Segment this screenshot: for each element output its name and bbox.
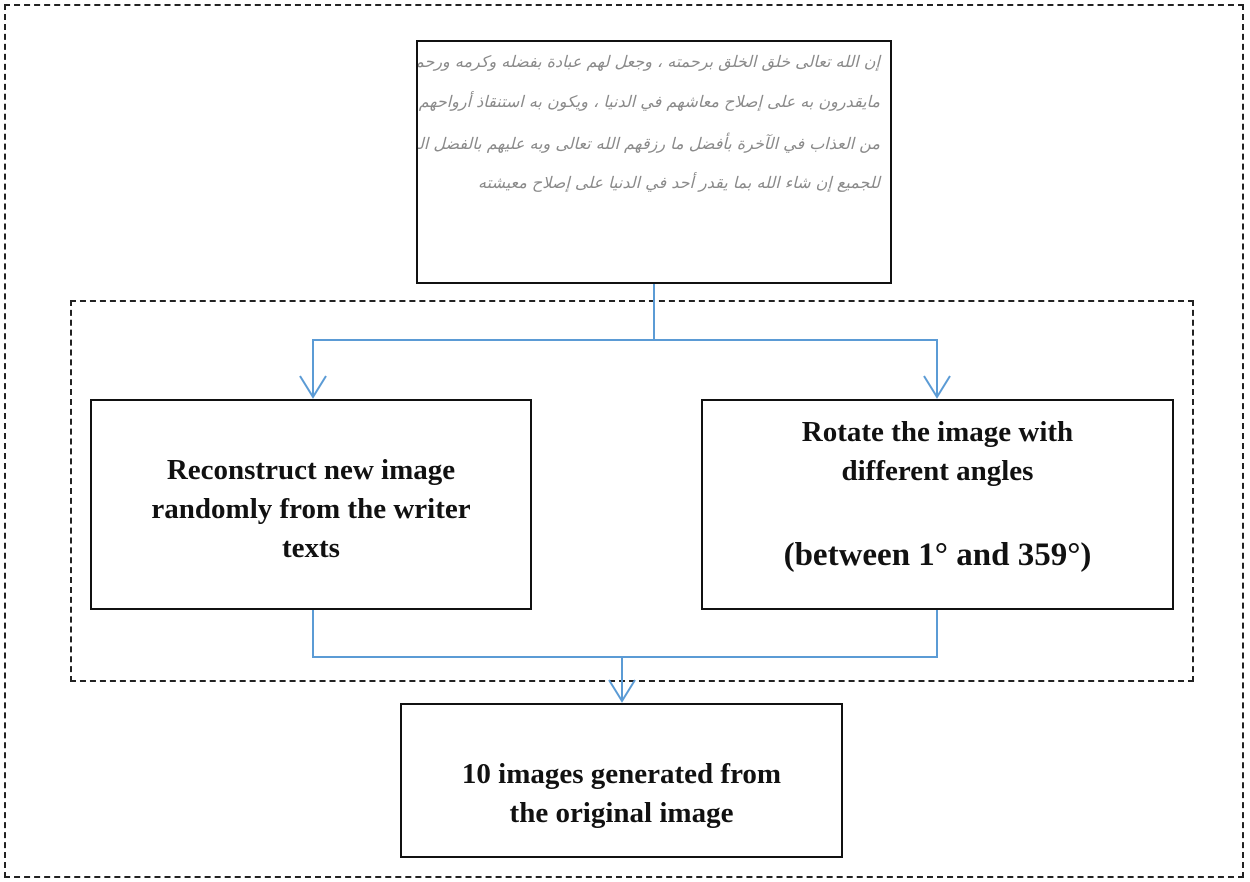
rotate-step-box: Rotate the image with different angles (… [701, 399, 1174, 610]
connector-split-left [312, 339, 654, 397]
augmentation-dashed-frame [70, 300, 1194, 682]
reconstruct-line-1: Reconstruct new image [166, 454, 456, 486]
handwriting-line: للجميع إن شاء الله بما يقدر أحد في الدني… [478, 173, 880, 192]
rotate-line-2: different angles [841, 455, 1034, 487]
handwriting-line: مايقدرون به على إصلاح معاشهم في الدنيا ،… [418, 92, 880, 111]
result-line-1: 10 images generated from [461, 758, 782, 790]
reconstruct-step-box: Reconstruct new image randomly from the … [90, 399, 532, 610]
outer-dashed-frame [4, 4, 1244, 878]
connector-split-right [654, 339, 938, 397]
result-box: 10 images generated from the original im… [400, 703, 843, 858]
arrowhead-right [923, 375, 951, 399]
rotate-line-1: Rotate the image with [801, 416, 1074, 448]
reconstruct-line-2: randomly from the writer [151, 493, 471, 525]
handwriting-line: من العذاب في الآخرة بأفضل ما رزقهم الله … [418, 134, 880, 153]
arrowhead-bottom [608, 679, 636, 703]
result-line-2: the original image [509, 797, 734, 829]
reconstruct-step-text: Reconstruct new image randomly from the … [92, 451, 530, 568]
handwritten-sample-image: إن الله تعالى خلق الخلق برحمته ، وجعل له… [416, 40, 892, 284]
rotate-step-text: Rotate the image with different angles [703, 413, 1172, 491]
reconstruct-line-3: texts [282, 532, 340, 564]
rotate-angle-range: (between 1° and 359°) [783, 537, 1092, 573]
result-text: 10 images generated from the original im… [402, 755, 841, 833]
arrowhead-left [299, 375, 327, 399]
connector-merge [312, 610, 938, 658]
handwriting-line: إن الله تعالى خلق الخلق برحمته ، وجعل له… [416, 52, 880, 71]
